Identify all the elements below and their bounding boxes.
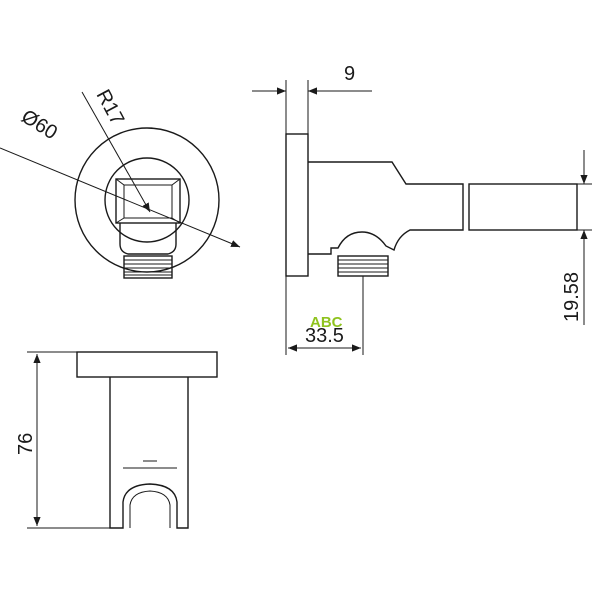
- top-plate: [76, 351, 218, 378]
- dim-9-label: 9: [344, 63, 355, 85]
- outer-flange-circle: [74, 127, 220, 273]
- watermark-logo: ABC: [310, 314, 343, 331]
- side-view: 9 33.5 ABC 19.58: [252, 63, 592, 355]
- dim-76-label: 76: [15, 433, 37, 455]
- diameter-label: Ø60: [17, 106, 61, 145]
- wall-flange-side: [285, 133, 309, 277]
- radius-leader: [81, 91, 151, 213]
- socket-corner-line: [115, 217, 125, 224]
- diameter-leader: [0, 147, 241, 248]
- socket-corner-line: [171, 178, 181, 186]
- inner-ring-circle: [104, 157, 190, 243]
- thread-side: [337, 255, 389, 277]
- front-view: Ø60 R17: [0, 86, 241, 279]
- dim-33-label: 33.5: [305, 325, 344, 347]
- square-socket-inner: [123, 184, 173, 219]
- holder-body: [109, 377, 189, 529]
- body-side: [308, 161, 464, 255]
- radius-label: R17: [92, 86, 129, 129]
- socket-corner-line: [115, 178, 125, 186]
- hose-pipe: [468, 183, 578, 231]
- thread-front: [123, 255, 173, 279]
- bottom-view: 76: [15, 351, 218, 529]
- outlet-neck: [119, 223, 177, 255]
- square-socket: [115, 178, 181, 224]
- holder-notch: [129, 490, 171, 528]
- dim-19-label: 19.58: [561, 272, 583, 322]
